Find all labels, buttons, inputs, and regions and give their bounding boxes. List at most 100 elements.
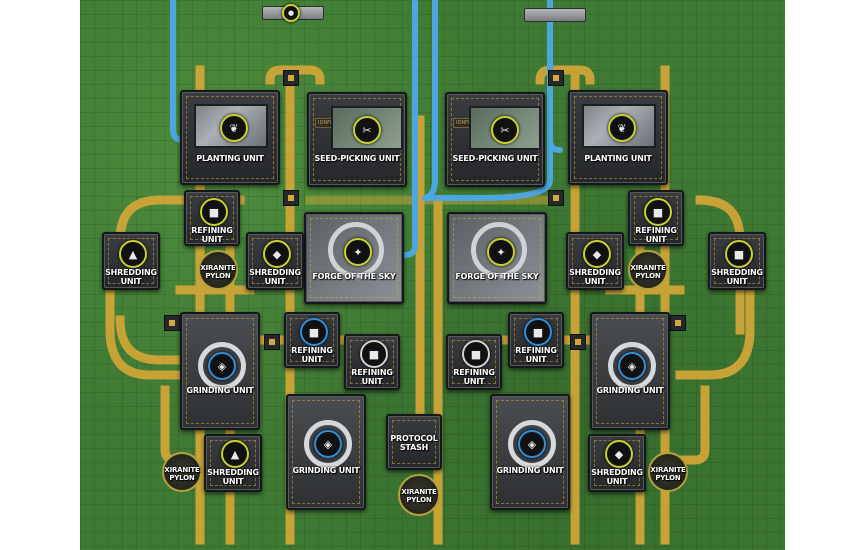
seed-picking-unit[interactable]: IDNFMGM ✂ SEED-PICKING UNIT (445, 92, 545, 187)
shredding-unit[interactable]: ◆ SHREDDING UNIT (588, 434, 646, 492)
belt-curve (535, 65, 595, 85)
ore-chunk-icon: ◆ (583, 240, 611, 268)
sprout-icon: ❦ (608, 114, 636, 142)
building-label: GRINDING UNIT (496, 466, 564, 475)
belt-junction[interactable] (264, 334, 280, 350)
grinding-unit[interactable]: ◈ GRINDING UNIT (286, 394, 366, 510)
material-input-icon: ● (282, 4, 300, 22)
refining-unit[interactable]: ■ REFINING UNIT (284, 312, 340, 368)
grinder-ring (198, 342, 246, 390)
forge-of-the-sky[interactable]: ✦ FORGE OF THE SKY (304, 212, 404, 304)
protocol-stash[interactable]: PROTOCOL STASH (386, 414, 442, 470)
building-label: FORGE OF THE SKY (312, 272, 396, 281)
building-label: REFINING UNIT (291, 346, 333, 364)
building-label: PLANTING UNIT (584, 154, 652, 163)
pipe-right (547, 0, 563, 153)
grinder-ring (304, 420, 352, 468)
ore-chunk-icon: ◆ (263, 240, 291, 268)
belt-junction[interactable] (283, 190, 299, 206)
building-label: REFINING UNIT (453, 368, 495, 386)
building-label: SHREDDING UNIT (249, 268, 301, 286)
ore-chunk-icon: ■ (462, 340, 490, 368)
forge-gear (328, 222, 384, 278)
building-label: XIRANITE PYLON (650, 466, 686, 482)
building-label: REFINING UNIT (635, 226, 677, 244)
ore-chunk-icon: ◆ (605, 440, 633, 468)
ore-chunk-icon: ■ (725, 240, 753, 268)
grinder-ring (508, 420, 556, 468)
belt-curve (105, 285, 185, 380)
xiranite-pylon[interactable]: XIRANITE PYLON (162, 452, 202, 492)
belt-junction[interactable] (570, 334, 586, 350)
scissors-icon: ✂ (491, 116, 519, 144)
forge-of-the-sky[interactable]: ✦ FORGE OF THE SKY (447, 212, 547, 304)
building-label: GRINDING UNIT (186, 386, 254, 395)
refining-unit[interactable]: ■ REFINING UNIT (184, 190, 240, 246)
ore-chunk-icon: ■ (300, 318, 328, 346)
building-label: SHREDDING UNIT (569, 268, 621, 286)
crystal-icon: ◈ (518, 430, 546, 458)
building-label: GRINDING UNIT (292, 466, 360, 475)
crystal-gear-icon: ✦ (487, 238, 515, 266)
shredding-unit[interactable]: ◆ SHREDDING UNIT (246, 232, 304, 290)
building-label: REFINING UNIT (515, 346, 557, 364)
shredding-unit[interactable]: ◆ SHREDDING UNIT (566, 232, 624, 290)
building-label: REFINING UNIT (191, 226, 233, 244)
building-label: FORGE OF THE SKY (455, 272, 539, 281)
refining-unit[interactable]: ■ REFINING UNIT (508, 312, 564, 368)
planting-unit[interactable]: ❦ PLANTING UNIT (180, 90, 280, 185)
building-label: XIRANITE PYLON (630, 264, 666, 280)
shredding-unit[interactable]: ▲ SHREDDING UNIT (204, 434, 262, 492)
seed-picking-unit[interactable]: IDNFMGM ✂ SEED-PICKING UNIT (307, 92, 407, 187)
refining-unit[interactable]: ■ REFINING UNIT (628, 190, 684, 246)
xiranite-pylon[interactable]: XIRANITE PYLON (648, 452, 688, 492)
building-label: SEED-PICKING UNIT (314, 154, 400, 163)
building-label: GRINDING UNIT (596, 386, 664, 395)
belt-junction[interactable] (548, 190, 564, 206)
top-input-plate-right (524, 8, 586, 22)
refining-unit[interactable]: ■ REFINING UNIT (446, 334, 502, 390)
sprout-icon: ❦ (220, 114, 248, 142)
shredding-unit[interactable]: ▲ SHREDDING UNIT (102, 232, 160, 290)
pipe-center-left (395, 0, 418, 258)
shredding-unit[interactable]: ■ SHREDDING UNIT (708, 232, 766, 290)
grinding-unit[interactable]: ◈ GRINDING UNIT (180, 312, 260, 430)
belt-curve (675, 285, 755, 380)
belt-curve (115, 315, 180, 365)
ore-chunk-icon: ■ (200, 198, 228, 226)
refining-unit[interactable]: ■ REFINING UNIT (344, 334, 400, 390)
planting-unit[interactable]: ❦ PLANTING UNIT (568, 90, 668, 185)
belt-junction[interactable] (164, 315, 180, 331)
ore-chunk-icon: ■ (644, 198, 672, 226)
crystal-icon: ◈ (314, 430, 342, 458)
crystal-gear-icon: ✦ (344, 238, 372, 266)
building-label: REFINING UNIT (351, 368, 393, 386)
grinder-ring (608, 342, 656, 390)
belt-junction[interactable] (548, 70, 564, 86)
crystal-icon: ◈ (208, 352, 236, 380)
ore-chunk-icon: ▲ (221, 440, 249, 468)
building-label: XIRANITE PYLON (200, 264, 236, 280)
building-label: XIRANITE PYLON (164, 466, 200, 482)
building-label: SEED-PICKING UNIT (452, 154, 538, 163)
factory-map-viewport[interactable]: ● ❦ PLANTING UNIT IDNFMGM ✂ SEED-PICKING… (80, 0, 785, 550)
forge-gear (471, 222, 527, 278)
xiranite-pylon[interactable]: XIRANITE PYLON (628, 250, 668, 290)
building-label: PLANTING UNIT (196, 154, 264, 163)
building-label: SHREDDING UNIT (591, 468, 643, 486)
pipe-center-right (422, 0, 553, 201)
building-label: XIRANITE PYLON (401, 488, 437, 504)
grinding-unit[interactable]: ◈ GRINDING UNIT (490, 394, 570, 510)
building-label: PROTOCOL STASH (390, 434, 438, 452)
building-label: SHREDDING UNIT (105, 268, 157, 286)
ore-chunk-icon: ▲ (119, 240, 147, 268)
belt-curve (675, 385, 710, 465)
xiranite-pylon[interactable]: XIRANITE PYLON (198, 250, 238, 290)
building-label: SHREDDING UNIT (207, 468, 259, 486)
grinding-unit[interactable]: ◈ GRINDING UNIT (590, 312, 670, 430)
scissors-icon: ✂ (353, 116, 381, 144)
ore-chunk-icon: ■ (524, 318, 552, 346)
xiranite-pylon[interactable]: XIRANITE PYLON (398, 474, 440, 516)
belt-junction[interactable] (670, 315, 686, 331)
belt-junction[interactable] (283, 70, 299, 86)
